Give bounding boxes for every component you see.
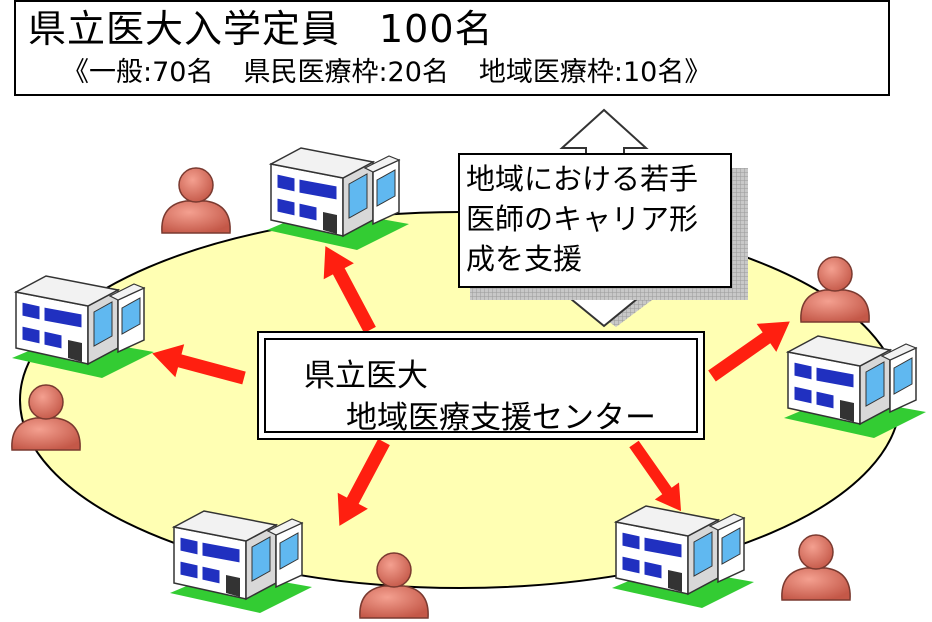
quota-general: 《一般:70名 [62, 57, 214, 88]
support-center-inner-border: 県立医大 地域医療支援センター [264, 338, 698, 436]
person-icon [161, 167, 231, 234]
support-center-box: 県立医大 地域医療支援センター [257, 331, 705, 440]
callout-line: 成を支援 [466, 242, 583, 276]
quota-breakdown: 《一般:70名県民医療枠:20名地域医療枠:10名》 [62, 56, 711, 90]
career-support-callout: 地域における若手 医師のキャリア形 成を支援 [458, 153, 732, 288]
page-title: 県立医大入学定員 100名 [28, 7, 494, 51]
person-icon [781, 534, 851, 601]
callout-line: 医師のキャリア形 [466, 202, 699, 236]
center-name-line2: 地域医療支援センター [346, 400, 656, 436]
quota-regional: 地域医療枠:10名》 [478, 57, 712, 88]
callout-line: 地域における若手 [466, 162, 699, 196]
building-icon [611, 505, 755, 609]
building-icon [169, 510, 313, 614]
center-name-line1: 県立医大 [304, 358, 428, 394]
quota-prefectural: 県民医療枠:20名 [243, 57, 449, 88]
building-icon [783, 335, 927, 439]
admission-quota-box: 県立医大入学定員 100名 《一般:70名県民医療枠:20名地域医療枠:10名》 [14, 0, 890, 96]
